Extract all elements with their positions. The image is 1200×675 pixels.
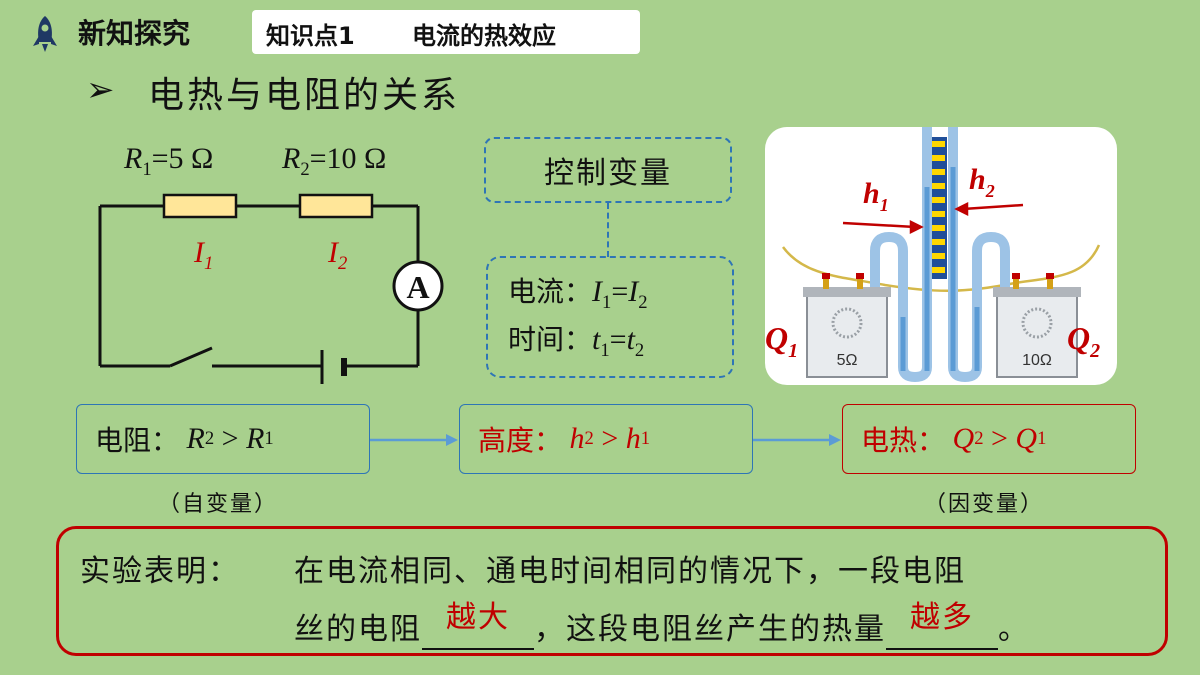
- ammeter-symbol: A: [406, 269, 429, 305]
- knowledge-point-banner: [252, 10, 640, 54]
- bullet-arrow-icon: ➢: [86, 70, 115, 110]
- left-resistor-label: 5Ω: [837, 352, 858, 369]
- svg-text:h1: h1: [863, 177, 889, 215]
- knowledge-point-title: 电流的热效应: [412, 22, 556, 50]
- svg-text:h2: h2: [969, 163, 995, 201]
- arrow-right-icon: [753, 434, 841, 446]
- experiment-apparatus-image: 5Ω 10Ω h1 h2 Q1 Q2: [765, 127, 1117, 385]
- control-conditions-box: [486, 256, 734, 378]
- svg-text:Q2: Q2: [1067, 320, 1100, 362]
- control-variables-title: 控制变量: [484, 137, 732, 203]
- dependent-variable-note: （因变量）: [924, 492, 1045, 517]
- answer-blank-2: 越多: [886, 600, 998, 650]
- conclusion-line-1: 在电流相同、通电时间相同的情况下，一段电阻: [294, 554, 966, 589]
- answer-blank-1: 越大: [422, 600, 534, 650]
- r2-label: R2=10 Ω: [282, 142, 387, 180]
- i1-label: I1: [194, 236, 214, 274]
- section-title: 新知探究: [78, 17, 191, 50]
- independent-variable-note: （自变量）: [158, 492, 279, 517]
- time-condition: 时间：t1=t2: [508, 323, 645, 361]
- svg-text:Q1: Q1: [765, 320, 798, 362]
- rocket-icon: [33, 16, 57, 52]
- dashed-connector: [607, 203, 609, 257]
- right-resistor-label: 10Ω: [1022, 352, 1052, 369]
- current-condition: 电流：I1=I2: [508, 275, 648, 313]
- arrow-right-icon: [370, 434, 458, 446]
- i2-label: I2: [328, 236, 348, 274]
- conclusion-line-2: 丝的电阻越大，这段电阻丝产生的热量越多。: [294, 600, 1030, 650]
- slide-heading: 电热与电阻的关系: [148, 75, 461, 116]
- conclusion-prefix: 实验表明：: [80, 554, 240, 589]
- apparatus-illustration: 5Ω 10Ω h1 h2 Q1 Q2: [765, 127, 1101, 383]
- knowledge-point-label: 知识点1: [266, 22, 355, 50]
- conclusion-box: [56, 526, 1168, 656]
- circuit-diagram: A: [98, 193, 444, 384]
- r1-label: R1=5 Ω: [124, 142, 214, 180]
